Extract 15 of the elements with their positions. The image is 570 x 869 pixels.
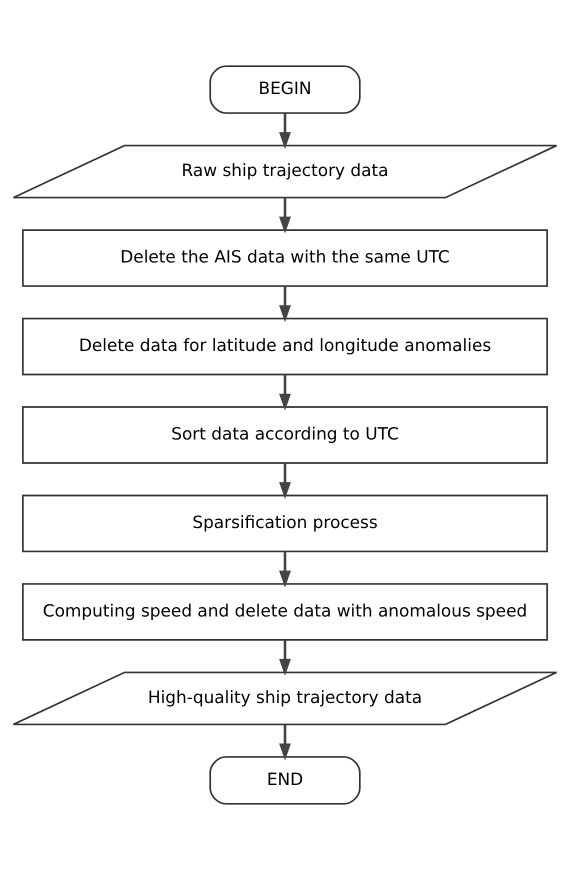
node-box: Computing speed and delete data with anomalous speed: [22, 582, 548, 640]
arrow: [279, 462, 291, 499]
arrow: [279, 112, 291, 149]
arrow: [279, 374, 291, 410]
node-box: END: [209, 756, 361, 804]
arrow: [279, 550, 291, 588]
node-box: BEGIN: [209, 64, 361, 114]
node-box: Sparsification process: [22, 494, 548, 552]
arrow: [279, 286, 291, 322]
arrow: [279, 724, 291, 760]
arrow: [279, 197, 291, 234]
node-box: Delete the AIS data with the same UTC: [22, 228, 548, 286]
node-box: Delete data for latitude and longitude anomalies: [22, 317, 548, 375]
node-box: Sort data according to UTC: [22, 406, 548, 464]
arrow: [279, 640, 291, 676]
